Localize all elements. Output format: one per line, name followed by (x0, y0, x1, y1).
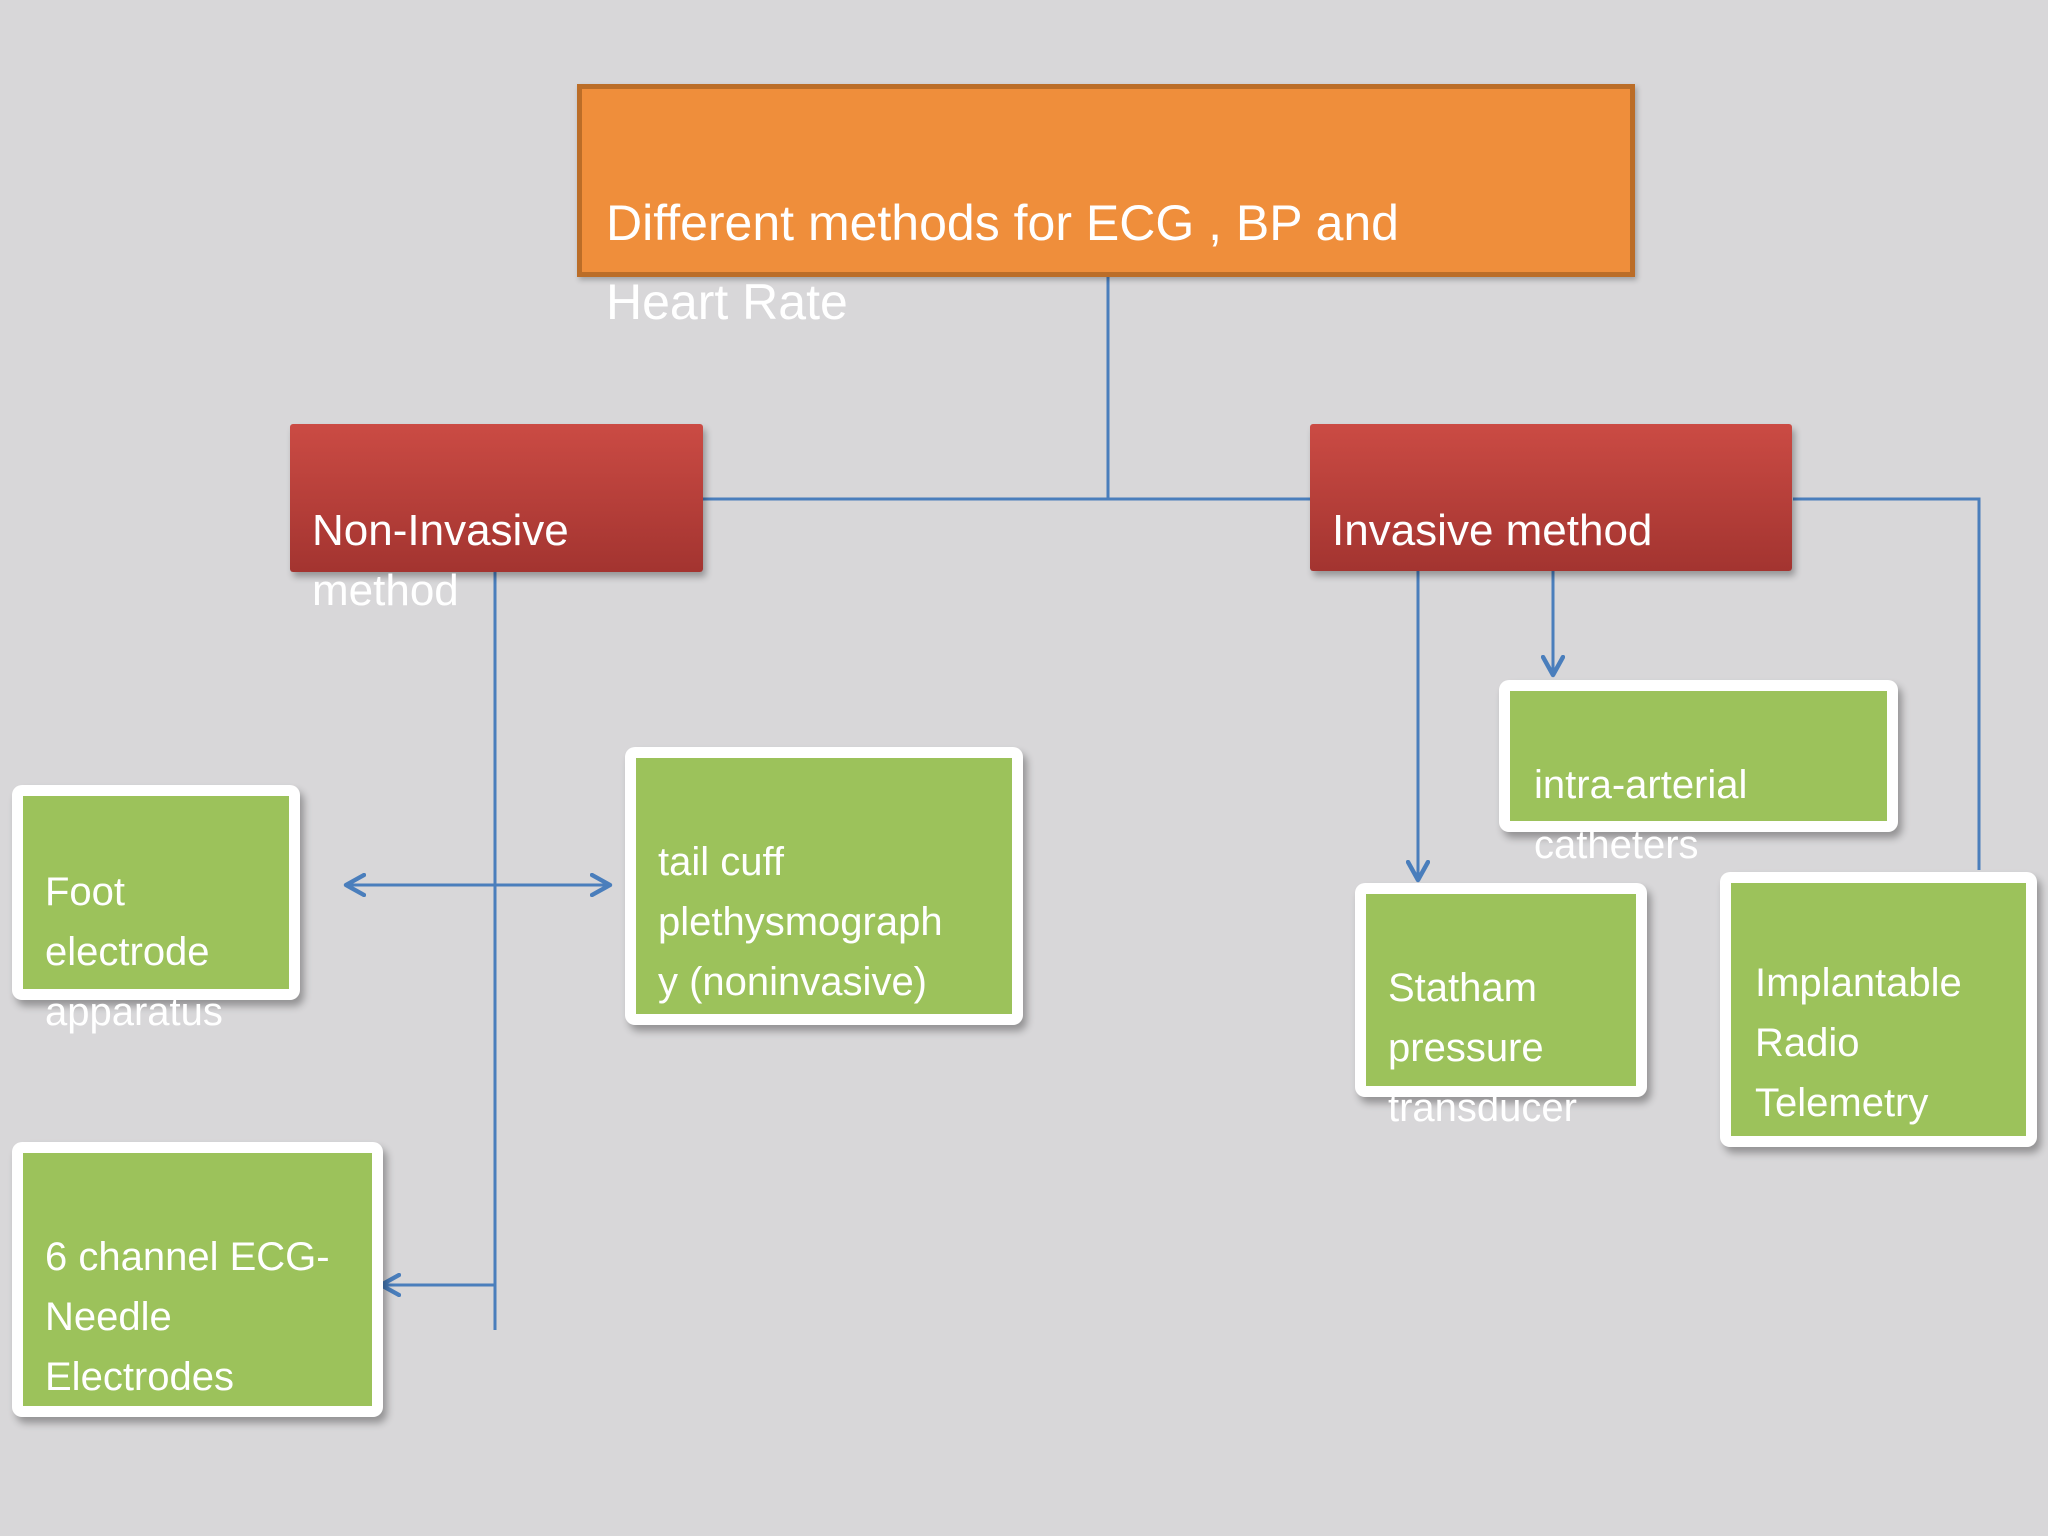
implantable-telemetry-label: Implantable Radio Telemetry (1755, 961, 1962, 1125)
foot-electrode-node: Foot electrode apparatus (12, 785, 300, 1034)
intra-arterial-node: intra-arterial catheters (1499, 680, 1898, 867)
foot-electrode-label: Foot electrode apparatus (45, 870, 223, 1034)
invasive-method-label: Invasive method (1332, 505, 1653, 555)
statham-transducer-node: Statham pressure transducer (1355, 883, 1647, 1130)
non-invasive-method-node: Non-Invasive method (290, 424, 703, 615)
tail-cuff-node: tail cuff plethysmograph y (noninvasive) (625, 747, 1023, 1025)
title-node: Different methods for ECG , BP and Heart… (577, 84, 1635, 330)
six-channel-ecg-label: 6 channel ECG- Needle Electrodes (45, 1235, 330, 1399)
implantable-telemetry-node: Implantable Radio Telemetry (1720, 872, 2037, 1147)
title-text: Different methods for ECG , BP and Heart… (606, 195, 1399, 330)
tail-cuff-label: tail cuff plethysmograph y (noninvasive) (658, 840, 943, 1004)
intra-arterial-label: intra-arterial catheters (1534, 763, 1748, 867)
statham-transducer-label: Statham pressure transducer (1388, 966, 1577, 1130)
invasive-method-node: Invasive method (1310, 424, 1792, 571)
non-invasive-method-label: Non-Invasive method (312, 505, 569, 616)
six-channel-ecg-node: 6 channel ECG- Needle Electrodes (12, 1142, 383, 1417)
